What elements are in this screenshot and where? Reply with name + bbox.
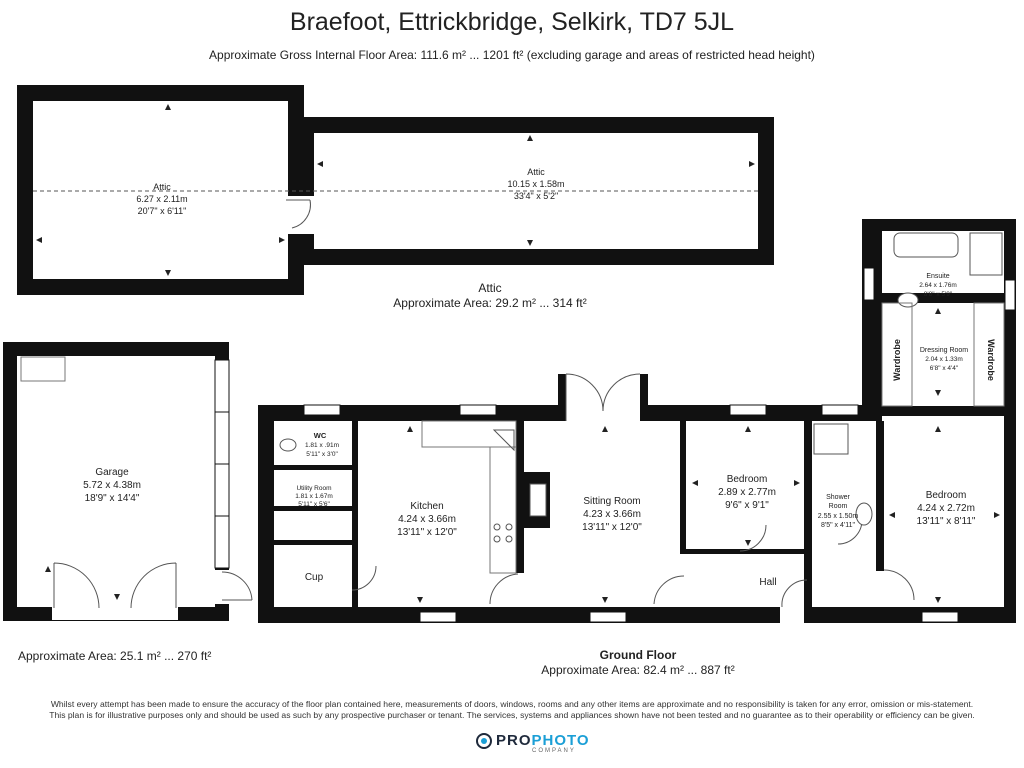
wardrobe-left-name: Wardrobe	[892, 339, 902, 381]
bedroom1-name: Bedroom	[727, 474, 768, 485]
bath-icon	[893, 232, 959, 258]
ground-floor-title: Ground Floor	[600, 648, 677, 662]
cup-name: Cup	[305, 572, 324, 583]
hob-icon	[493, 523, 513, 543]
wardrobe-right-outline	[973, 302, 1005, 407]
shower-tray-icon	[813, 423, 849, 455]
attic-door-icon	[286, 199, 311, 229]
attic-right-metric: 10.15 x 1.58m	[507, 179, 564, 189]
disclaimer-line-2: This plan is for illustrative purposes o…	[49, 710, 975, 720]
fireplace-icon	[529, 483, 547, 517]
sitting-name: Sitting Room	[583, 496, 640, 507]
attic-right-name: Attic	[527, 167, 545, 177]
shower-basin-icon	[855, 502, 873, 526]
attic-left-metric: 6.27 x 2.11m	[136, 194, 187, 204]
wc-imperial: 5'11" x 3'0"	[306, 451, 338, 458]
bedroom1-imperial: 9'6" x 9'1"	[725, 500, 769, 511]
attic-section-area: Approximate Area: 29.2 m² ... 314 ft²	[393, 296, 586, 310]
bedroom1-metric: 2.89 x 2.77m	[718, 487, 776, 498]
shower-imperial: 8'5" x 4'11"	[821, 522, 855, 529]
kitchen-units	[489, 446, 517, 574]
garage-side-door-gap	[215, 570, 229, 604]
ensuite-shower-icon	[969, 232, 1003, 276]
attic-left-walls	[17, 85, 304, 295]
attic-left-imperial: 20'7" x 6'11"	[138, 206, 187, 216]
dressing-metric: 2.04 x 1.33m	[925, 356, 963, 363]
sitting-metric: 4.23 x 3.66m	[583, 509, 641, 520]
garage-double-door-icon	[53, 562, 177, 609]
utility-imperial: 5'11" x 5'6"	[298, 501, 330, 508]
ground-floor-arrows	[407, 308, 1000, 603]
shower-name-2: Room	[829, 503, 848, 510]
floor-plan: Attic 6.27 x 2.11m 20'7" x 6'11" Attic 1…	[3, 85, 1016, 677]
gross-area-subtitle: Approximate Gross Internal Floor Area: 1…	[209, 48, 815, 62]
ensuite-name: Ensuite	[926, 273, 949, 280]
logo-subtext: COMPANY	[532, 748, 576, 754]
garage-door-gap	[52, 604, 178, 620]
kitchen-imperial: 13'11" x 12'0"	[397, 527, 457, 538]
garage-metric: 5.72 x 4.38m	[83, 480, 141, 491]
ground-floor-walls	[258, 219, 1016, 623]
utility-metric: 1.81 x 1.67m	[295, 493, 333, 500]
hall-name: Hall	[759, 577, 776, 588]
kitchen-worktop	[421, 420, 517, 448]
attic-section-title: Attic	[478, 281, 501, 295]
kitchen-metric: 4.24 x 3.66m	[398, 514, 456, 525]
kitchen-name: Kitchen	[410, 501, 443, 512]
ground-floor-windows	[303, 267, 1016, 623]
attic-door-gap	[286, 196, 316, 234]
shower-metric: 2.55 x 1.50m	[818, 513, 859, 520]
attic-arrows	[36, 104, 755, 276]
ensuite-toilet-icon	[897, 292, 919, 308]
dressing-name: Dressing Room	[920, 347, 968, 354]
logo-wordmark: PROPHOTO	[496, 732, 590, 749]
french-doors-icon	[565, 373, 641, 421]
disclaimer: Whilst every attempt has been made to en…	[0, 699, 1024, 721]
wc-metric: 1.81 x .91m	[305, 442, 339, 449]
page-title: Braefoot, Ettrickbridge, Selkirk, TD7 5J…	[289, 8, 735, 36]
ground-floor: WC 1.81 x .91m 5'11" x 3'0" Utility Room…	[258, 219, 1016, 677]
utility-name: Utility Room	[296, 485, 331, 492]
camera-aperture-icon	[476, 733, 492, 749]
garage-name: Garage	[95, 467, 129, 478]
garage-area: Approximate Area: 25.1 m² ... 270 ft²	[18, 649, 211, 663]
wardrobe-left-outline	[881, 302, 913, 407]
sink-icon	[492, 429, 515, 452]
ensuite-imperial: 8'8" x 5'9"	[924, 291, 953, 298]
prophoto-logo: PROPHOTO COMPANY	[476, 732, 596, 758]
garage-block: Garage 5.72 x 4.38m 18'9" x 14'4" Approx…	[3, 342, 253, 663]
garage-windows	[214, 359, 230, 569]
bedroom2-metric: 4.24 x 2.72m	[917, 503, 975, 514]
attic-right-imperial: 33'4" x 5'2"	[514, 191, 558, 201]
ground-floor-area: Approximate Area: 82.4 m² ... 887 ft²	[541, 663, 734, 677]
sitting-imperial: 13'11" x 12'0"	[582, 522, 642, 533]
wardrobe-right-name: Wardrobe	[986, 339, 996, 381]
wc-toilet-icon	[279, 438, 297, 452]
disclaimer-line-1: Whilst every attempt has been made to en…	[50, 699, 974, 709]
ensuite-metric: 2.64 x 1.76m	[919, 282, 957, 289]
logo-part-pro: PRO	[496, 732, 532, 749]
garage-imperial: 18'9" x 14'4"	[85, 493, 140, 504]
dressing-imperial: 6'8" x 4'4"	[930, 365, 959, 372]
garage-side-door-icon	[221, 571, 253, 601]
garage-arrows	[45, 566, 120, 600]
bedroom2-imperial: 13'11" x 8'11"	[917, 516, 976, 527]
wc-name: WC	[314, 431, 327, 440]
logo-part-photo: PHOTO	[531, 732, 590, 749]
bedroom2-name: Bedroom	[926, 490, 967, 501]
attic-floor: Attic 6.27 x 2.11m 20'7" x 6'11" Attic 1…	[17, 85, 774, 310]
shower-name-1: Shower	[826, 494, 850, 501]
garage-cupboard	[20, 356, 66, 382]
attic-left-name: Attic	[153, 182, 171, 192]
